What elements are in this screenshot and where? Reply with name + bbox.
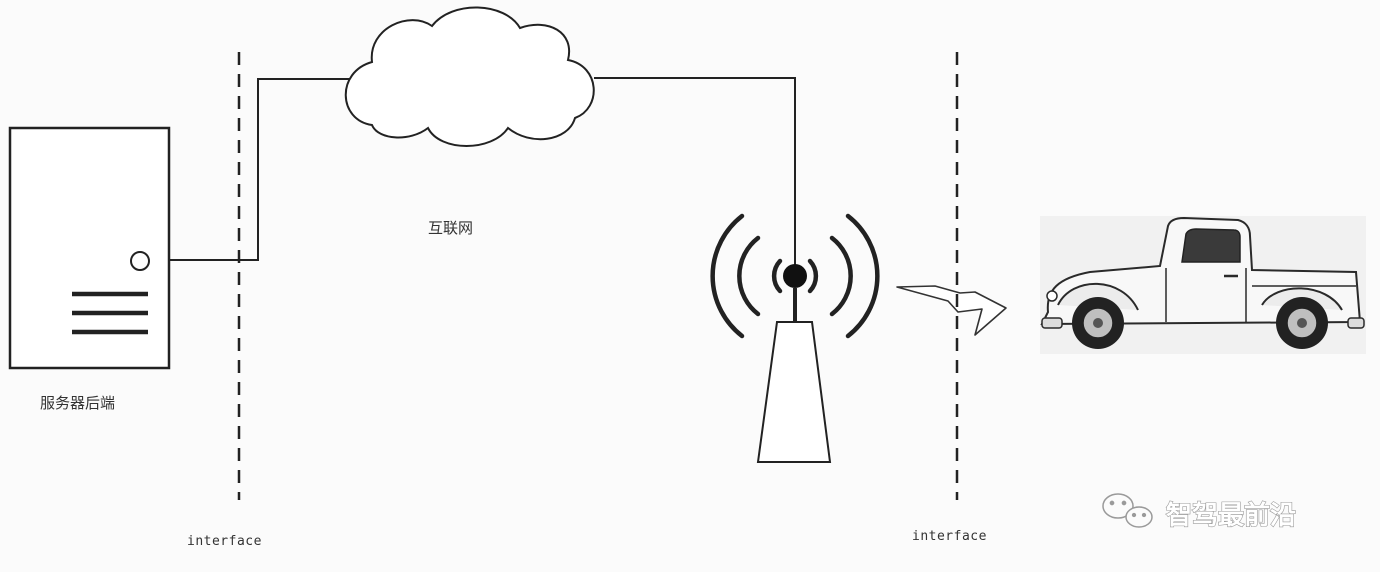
- internet-label: 互联网: [428, 219, 473, 237]
- cloud-tower-connection: [594, 77, 796, 268]
- server-cloud-connection: [169, 78, 352, 261]
- watermark: 智驾最前沿: [1102, 493, 1297, 532]
- server-label: 服务器后端: [40, 394, 115, 412]
- lightning-bolt-icon: [896, 285, 1007, 336]
- interface-label-right: interface: [912, 529, 987, 544]
- cloud-icon: [344, 6, 595, 147]
- interface-label-left: interface: [187, 534, 262, 549]
- radio-tower-icon: [710, 213, 880, 463]
- server-icon: [8, 126, 171, 370]
- pickup-truck-icon: [1040, 216, 1366, 354]
- wechat-icon: [1102, 493, 1153, 528]
- watermark-text: 智驾最前沿: [1166, 500, 1296, 531]
